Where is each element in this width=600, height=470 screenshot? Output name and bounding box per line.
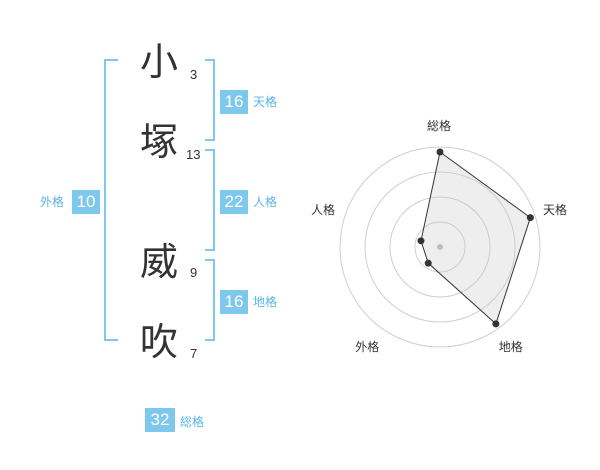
jinkaku-label: 人格	[253, 195, 278, 209]
radar-point-3	[424, 259, 432, 267]
radar-point-4	[417, 237, 425, 245]
chikaku-bracket	[205, 259, 215, 341]
jinkaku-bracket	[205, 149, 215, 251]
radar-ring-2	[389, 196, 491, 298]
jinkaku-value: 22	[220, 190, 248, 214]
gaikaku-label: 外格	[40, 195, 65, 209]
radar-point-1	[526, 214, 534, 222]
soukaku-value: 32	[145, 408, 175, 432]
radar-axis-label-soukaku: 総格	[427, 119, 452, 133]
radar-area	[420, 151, 531, 325]
radar-axis-label-chikaku: 地格	[498, 339, 523, 354]
radar-axis-label-tenkaku: 天格	[543, 203, 568, 218]
stroke-count-3: 9	[190, 265, 198, 280]
chikaku-label: 地格	[253, 295, 278, 309]
tenkaku-bracket	[205, 59, 215, 141]
radar-point-2	[492, 320, 500, 328]
tenkaku-label: 天格	[253, 95, 278, 109]
radar-point-0	[436, 148, 444, 156]
name-char-3: 威	[140, 240, 179, 284]
name-char-1: 小	[140, 40, 179, 84]
radar-ring-3	[364, 171, 516, 323]
stroke-count-4: 7	[190, 346, 198, 361]
radar-axis-label-gaikaku: 外格	[355, 339, 380, 354]
soukaku-label: 総格	[180, 415, 205, 429]
stroke-count-1: 3	[190, 67, 198, 82]
radar-center	[437, 244, 443, 250]
radar-axis-label-jinkaku: 人格	[310, 203, 335, 218]
gaikaku-value: 10	[72, 190, 100, 214]
stroke-count-2: 13	[186, 147, 201, 162]
tenkaku-value: 16	[220, 90, 248, 114]
name-char-4: 吹	[140, 320, 179, 364]
radar-ring-1	[414, 221, 466, 273]
name-char-2: 塚	[140, 120, 179, 164]
gaikaku-bracket	[104, 59, 118, 341]
radar-ring-4	[339, 146, 541, 348]
chikaku-value: 16	[220, 290, 248, 314]
